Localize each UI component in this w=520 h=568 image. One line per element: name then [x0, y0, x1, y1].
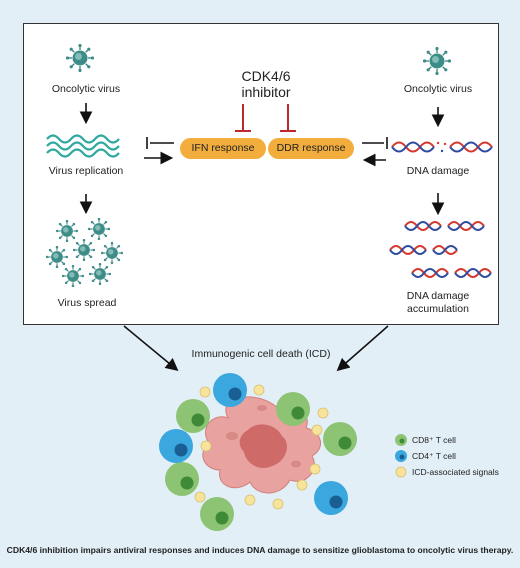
icd-scene	[159, 373, 357, 531]
dna-damage-icon	[391, 141, 493, 153]
cd4-t-cell	[314, 481, 348, 515]
inhibitor-line2: inhibitor	[241, 84, 291, 100]
dna-accumulation-icon	[389, 221, 492, 278]
cd8-t-cell	[200, 497, 234, 531]
ddr-response-pill: DDR response	[268, 138, 354, 159]
accum-line1: DNA damage	[406, 290, 470, 302]
icd-signal	[194, 384, 329, 510]
cdk46-inhibitor-label: CDK4/6 inhibitor	[225, 68, 307, 100]
ifn-response-pill: IFN response	[180, 138, 266, 159]
virus-icon	[66, 44, 94, 72]
virus-replication-icon	[46, 134, 120, 158]
virus-spread-icon	[46, 218, 123, 287]
right-virus-label: Oncolytic virus	[403, 83, 473, 95]
left-feedback-arrows	[144, 137, 174, 165]
accum-line2: accumulation	[407, 303, 469, 315]
cd4-t-cell	[213, 373, 247, 407]
cd8-t-cell	[165, 462, 199, 496]
cd4-t-cell	[159, 429, 193, 463]
virus-spread-label: Virus spread	[57, 297, 117, 309]
icd-label: Immunogenic cell death (ICD)	[191, 348, 331, 360]
inhibition-lines	[235, 104, 296, 132]
dna-damage-label: DNA damage	[406, 165, 470, 177]
left-virus-label: Oncolytic virus	[51, 83, 121, 95]
legend-cd4-label: CD4⁺ T cell	[412, 451, 456, 461]
legend-signals-label: ICD-associated signals	[412, 467, 499, 477]
cd8-t-cell	[276, 392, 310, 426]
cd8-t-cell	[323, 422, 357, 456]
virus-icon	[423, 47, 451, 75]
legend-cd8-icon	[395, 434, 407, 446]
figure-caption: CDK4/6 inhibition impairs antiviral resp…	[6, 545, 514, 555]
right-feedback-arrows	[362, 137, 388, 167]
arrow-to-icd-right	[336, 325, 389, 372]
virus-replication-label: Virus replication	[48, 165, 124, 177]
legend-cd4-icon	[395, 450, 407, 462]
arrow-to-icd-left	[123, 325, 179, 372]
cd8-t-cell	[176, 399, 210, 433]
legend-signal-icon	[395, 466, 407, 478]
inhibitor-line1: CDK4/6	[241, 68, 291, 84]
dna-accumulation-label: DNA damage accumulation	[407, 290, 469, 316]
legend-cd8-label: CD8⁺ T cell	[412, 435, 456, 445]
